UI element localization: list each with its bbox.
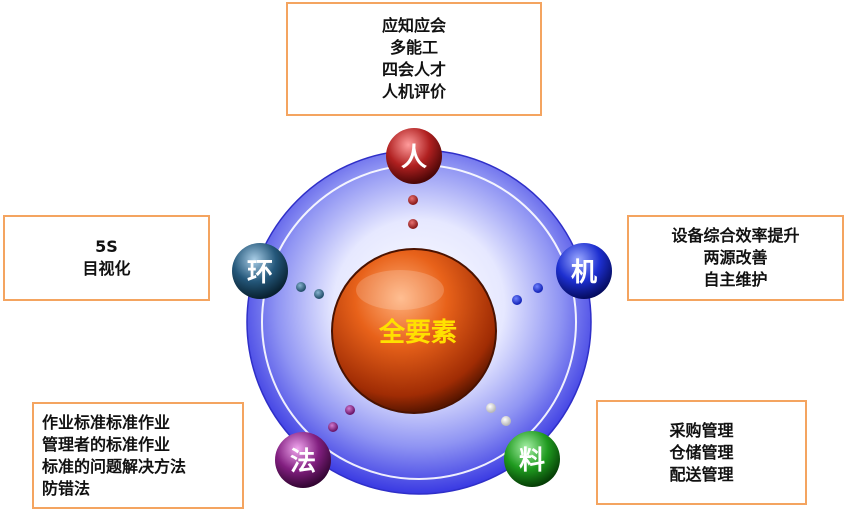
node-ren: 人	[386, 128, 442, 184]
center-highlight	[356, 270, 444, 310]
box-ji-line-3: 自主维护	[703, 270, 768, 289]
box-ji-line-2: 两源改善	[703, 248, 768, 267]
box-huan-line-1: 5S	[95, 237, 118, 256]
center-label: 全要素	[378, 317, 457, 348]
node-fa-label: 法	[290, 447, 316, 477]
box-ji: 设备综合效率提升 两源改善 自主维护	[627, 215, 844, 301]
box-huan: 5S 目视化	[3, 215, 210, 301]
box-liao: 采购管理 仓储管理 配送管理	[596, 400, 807, 505]
node-ji-label: 机	[571, 258, 597, 288]
box-fa-line-2: 管理者的标准作业	[42, 434, 171, 454]
connector-dots-ji	[512, 283, 543, 305]
node-liao: 料	[504, 431, 560, 487]
node-ren-label: 人	[401, 143, 427, 173]
box-fa: 作业标准标准作业 管理者的标准作业 标准的问题解决方法 防错法	[32, 402, 244, 509]
box-fa-line-3: 标准的问题解决方法	[42, 456, 187, 476]
center-sphere	[331, 248, 497, 414]
box-liao-line-2: 仓储管理	[669, 442, 734, 462]
box-liao-line-1: 采购管理	[669, 420, 734, 440]
connector-dots-huan	[296, 282, 324, 299]
box-fa-line-1: 作业标准标准作业	[42, 412, 171, 432]
box-ren-line-3: 四会人才	[381, 60, 446, 79]
box-fa-line-4: 防错法	[42, 478, 91, 498]
node-liao-label: 料	[519, 446, 545, 476]
connector-dots-liao	[486, 403, 511, 426]
box-ren-line-2: 多能工	[389, 38, 438, 57]
node-fa: 法	[275, 432, 331, 488]
node-huan-label: 环	[247, 258, 273, 288]
box-ren-line-4: 人机评价	[381, 82, 446, 101]
box-ren: 应知应会 多能工 四会人才 人机评价	[286, 2, 542, 116]
node-huan: 环	[232, 243, 288, 299]
box-liao-line-3: 配送管理	[669, 464, 734, 484]
box-huan-line-2: 目视化	[82, 259, 131, 278]
connector-dots-ren	[408, 195, 418, 229]
box-ren-line-1: 应知应会	[381, 16, 446, 35]
node-ji: 机	[556, 243, 612, 299]
connector-dots-fa	[328, 405, 355, 432]
box-ji-line-1: 设备综合效率提升	[671, 226, 800, 245]
